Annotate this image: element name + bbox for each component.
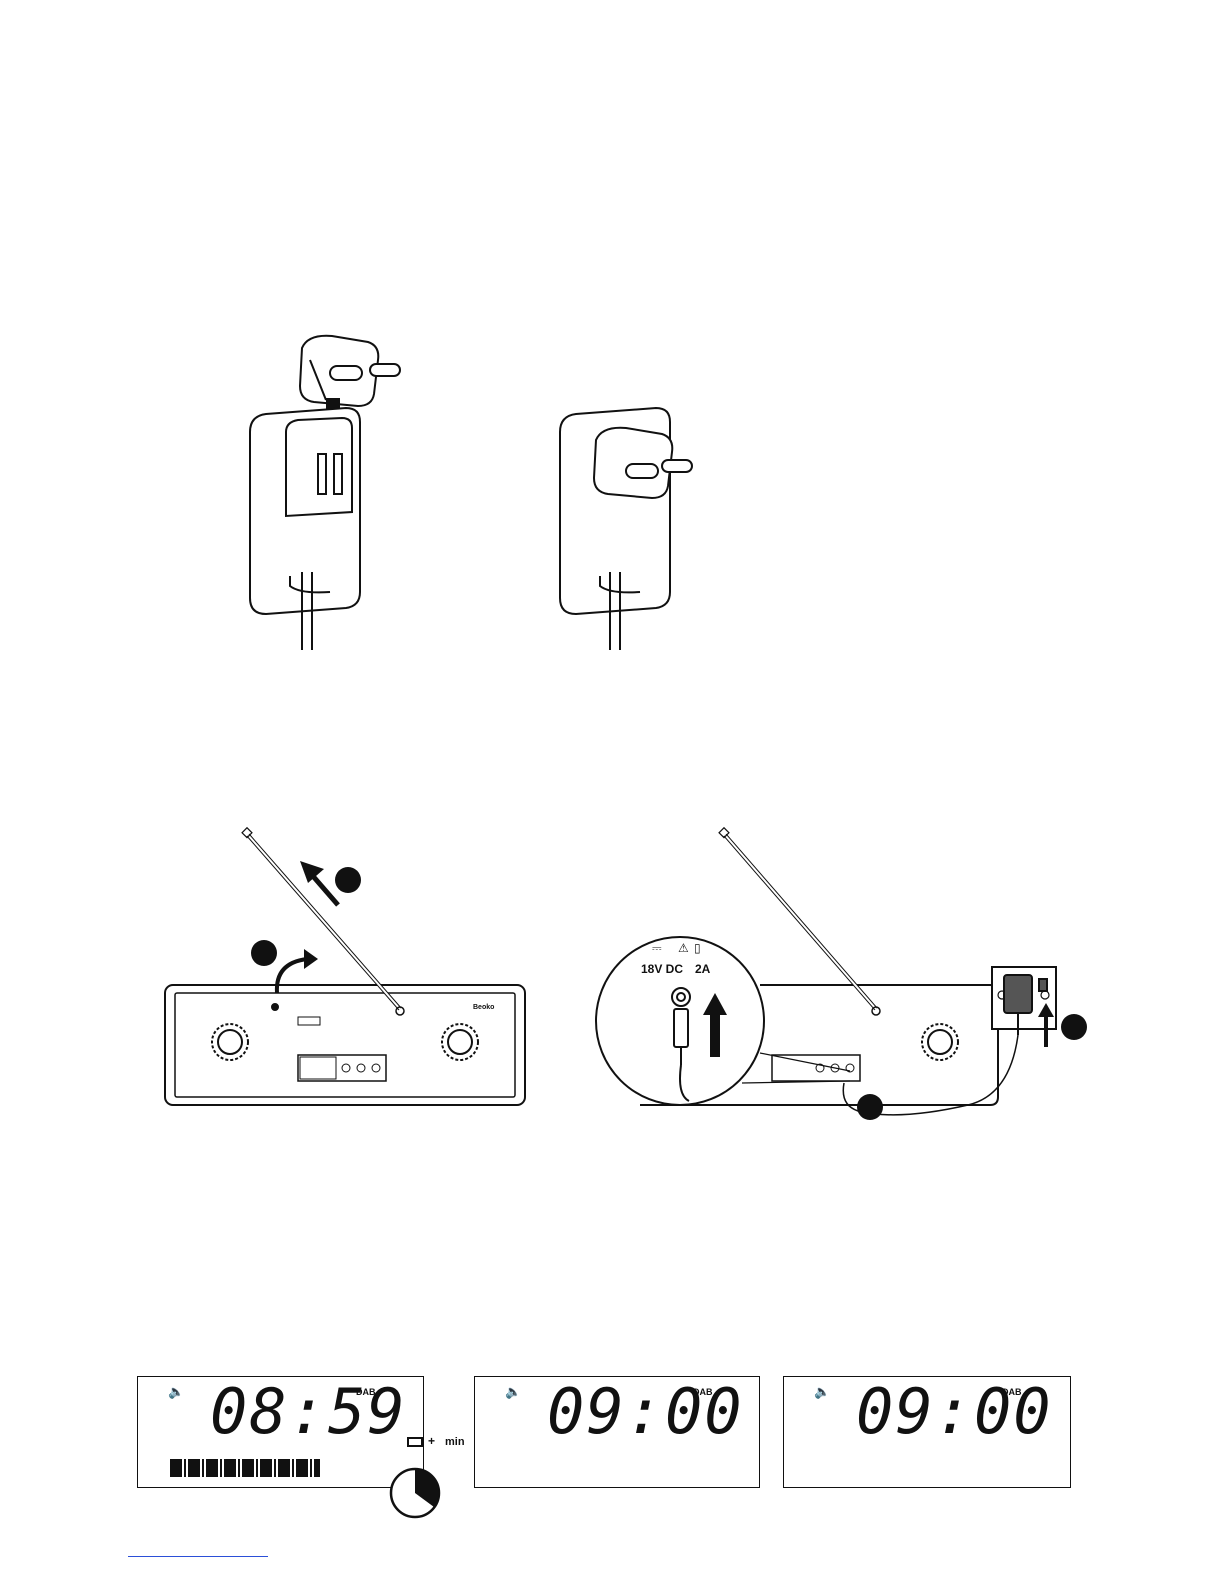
wall-socket xyxy=(843,967,1056,1115)
detachable-plug xyxy=(300,336,400,406)
power-current-label: 2A xyxy=(695,962,710,976)
rear-panel-figure: Beoko ⎓ ⚠ ▯ 18V DC 2A xyxy=(160,825,1100,1145)
manual-icon: ▯ xyxy=(694,941,701,955)
lcd-display-3: 🔈 09:00 DAB xyxy=(783,1376,1071,1488)
step-marker-4 xyxy=(857,1094,883,1120)
lcd-display-1: 🔈 08:59 DAB xyxy=(137,1376,424,1488)
lcd-display-2: 🔈 09:00 DAB xyxy=(474,1376,760,1488)
adapter-illustration xyxy=(230,320,710,660)
footer-link-underline[interactable] xyxy=(128,1556,268,1557)
curved-arrow-icon xyxy=(277,949,318,993)
power-voltage-label: 18V DC xyxy=(641,962,683,976)
speaker-icon: 🔈 xyxy=(505,1385,521,1400)
timer-plus-sign: + xyxy=(428,1434,435,1448)
adapter-body-right xyxy=(560,408,692,650)
rear-panel-illustration xyxy=(160,825,1100,1145)
lcd-band-2: DAB xyxy=(693,1387,713,1397)
dc-polarity-icon: ⎓ xyxy=(652,941,662,956)
lcd-band-3: DAB xyxy=(1002,1387,1022,1397)
sleep-timer-control: + min xyxy=(388,1436,478,1522)
timer-unit-label: min xyxy=(445,1436,465,1448)
stopwatch-icon xyxy=(388,1436,442,1522)
radio-rear-left xyxy=(165,985,525,1105)
dc-jack-magnifier xyxy=(596,937,850,1105)
power-spec-icons: ⎓ ⚠ ▯ xyxy=(652,941,722,961)
adapter-body-left xyxy=(250,408,360,650)
lcd-band-1: DAB xyxy=(356,1387,376,1397)
lcd-time-1: 08:59 xyxy=(210,1381,407,1443)
speaker-icon: 🔈 xyxy=(814,1385,830,1400)
speaker-icon: 🔈 xyxy=(168,1385,184,1400)
step-marker-2 xyxy=(251,940,277,966)
step-marker-3 xyxy=(1061,1014,1087,1040)
lcd-time-2: 09:00 xyxy=(547,1381,744,1443)
antenna-left xyxy=(242,828,404,1015)
warning-icon: ⚠ xyxy=(678,941,689,955)
step-marker-1 xyxy=(335,867,361,893)
signal-bar xyxy=(170,1459,320,1477)
lcd-time-3: 09:00 xyxy=(856,1381,1053,1443)
brand-label: Beoko xyxy=(473,1004,494,1011)
adapter-figure xyxy=(230,320,710,660)
